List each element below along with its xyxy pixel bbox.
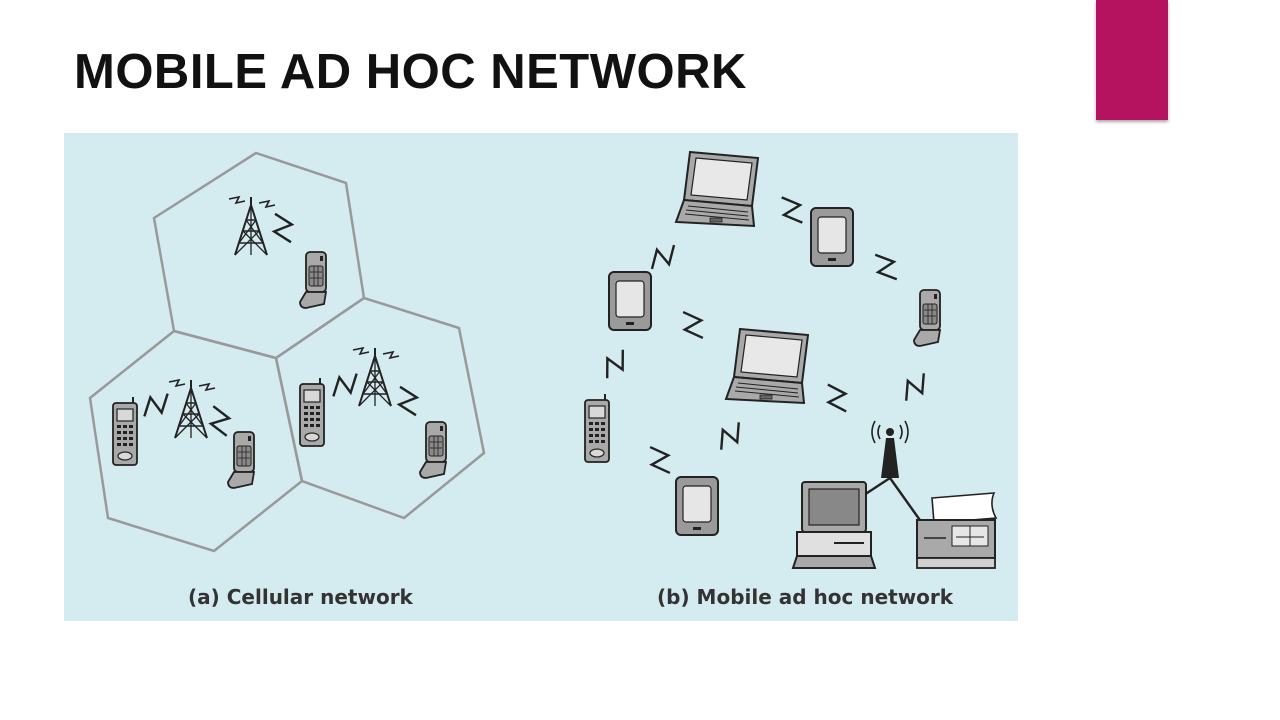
caption-mobile-ad-hoc-network: (b) Mobile ad hoc network [657, 585, 954, 609]
tablet-icon [608, 271, 652, 331]
cell-bottom-right [274, 296, 486, 520]
access-point-icon [863, 420, 923, 524]
desktop-computer-icon [791, 481, 877, 569]
laptop-icon [725, 328, 809, 404]
network-diagram-figure: (a) Cellular network (b) Mobile ad hoc n… [64, 133, 1018, 621]
candybar-phone-icon [584, 393, 610, 463]
laptop-icon [675, 151, 759, 227]
ad-hoc-network-panel [584, 151, 998, 569]
cellular-network-panel [88, 151, 486, 553]
candybar-phone-icon [112, 396, 138, 466]
candybar-phone-icon [299, 377, 325, 447]
tablet-icon [810, 207, 854, 267]
network-diagram [64, 133, 1018, 621]
tablet-icon [675, 476, 719, 536]
printer-icon [916, 492, 998, 569]
caption-cellular-network: (a) Cellular network [188, 585, 413, 609]
accent-bar [1096, 0, 1168, 120]
slide-title: MOBILE AD HOC NETWORK [74, 45, 747, 99]
